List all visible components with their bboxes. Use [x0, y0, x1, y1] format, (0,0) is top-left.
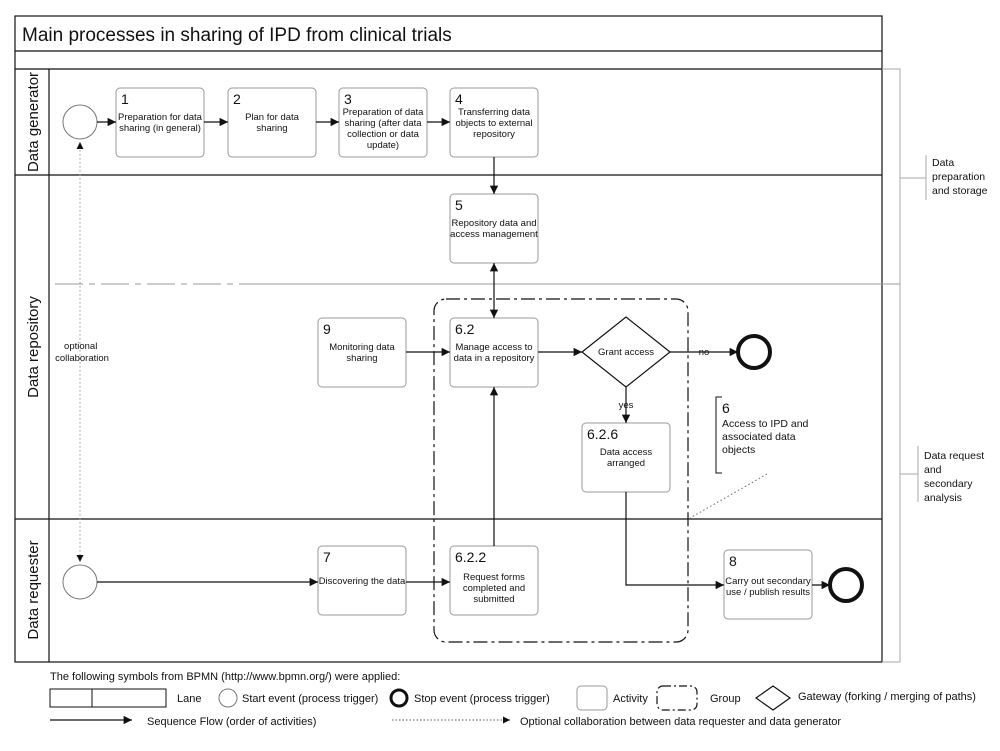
- start-event-requester: [62, 564, 98, 600]
- svg-text:6.2: 6.2: [455, 321, 475, 337]
- svg-text:Optional collaboration between: Optional collaboration between data requ…: [520, 716, 841, 728]
- phase-label-storage: Data preparation and storage: [932, 157, 988, 197]
- phase-bracket: [882, 68, 901, 284]
- annotation-association: [689, 473, 768, 519]
- legend-intro: The following symbols from BPMN (http://…: [50, 671, 400, 683]
- annotation-text: Access to IPD and associated data object…: [722, 418, 811, 456]
- legend: The following symbols from BPMN (http://…: [49, 671, 976, 728]
- svg-text:Lane: Lane: [177, 693, 201, 705]
- legend-activity: Activity: [576, 685, 648, 711]
- svg-text:2: 2: [233, 91, 241, 107]
- lane-label-repository: Data repository: [25, 296, 42, 398]
- legend-group: Group: [656, 685, 741, 711]
- optional-collaboration-label: optional collaboration: [55, 341, 109, 364]
- annotation-bracket: [715, 396, 722, 474]
- legend-optional-collaboration: Optional collaboration between data requ…: [392, 716, 841, 728]
- legend-stop-event: Stop event (process trigger): [389, 688, 550, 708]
- svg-text:Activity: Activity: [613, 693, 648, 705]
- group-6-access: [433, 298, 689, 643]
- svg-text:8: 8: [729, 553, 737, 569]
- gateway-grant-access[interactable]: Grant access: [581, 316, 671, 388]
- svg-text:6.2.6: 6.2.6: [587, 426, 618, 442]
- svg-text:5: 5: [455, 197, 463, 213]
- legend-lane: Lane: [49, 688, 201, 708]
- annotation-number: 6: [722, 400, 730, 416]
- legend-sequence-flow: Sequence Flow (order of activities): [50, 715, 316, 728]
- lane-label-requester: Data requester: [25, 540, 42, 639]
- end-event-denied: [736, 334, 772, 370]
- phase-bracket: [882, 284, 901, 663]
- svg-text:3: 3: [344, 91, 352, 107]
- lane-label-generator: Data generator: [25, 72, 42, 172]
- pool-frame: [14, 15, 883, 663]
- svg-text:Group: Group: [710, 693, 741, 705]
- svg-text:1: 1: [121, 91, 129, 107]
- svg-text:6.2.2: 6.2.2: [455, 549, 486, 565]
- legend-start-event: Start event (process trigger): [218, 688, 378, 708]
- svg-text:Sequence Flow (order of activi: Sequence Flow (order of activities): [147, 716, 316, 728]
- legend-gateway: Gateway (forking / merging of paths): [754, 685, 976, 711]
- svg-text:4: 4: [455, 91, 463, 107]
- svg-text:Discovering the data: Discovering the data: [319, 576, 406, 587]
- diagram-title: Main processes in sharing of IPD from cl…: [22, 25, 452, 46]
- svg-text:Grant access: Grant access: [598, 347, 654, 358]
- svg-text:9: 9: [323, 321, 331, 337]
- phase-label-analysis: Data request and secondary analysis: [924, 450, 987, 504]
- sequence-flows: [97, 117, 830, 590]
- start-event-generator: [62, 104, 98, 140]
- svg-text:Start event (process trigger): Start event (process trigger): [242, 693, 378, 705]
- svg-text:7: 7: [323, 549, 331, 565]
- activity-7[interactable]: 7 Discovering the data: [317, 545, 407, 616]
- svg-text:Gateway (forking / merging of: Gateway (forking / merging of paths): [798, 691, 976, 703]
- end-event-results: [828, 567, 864, 603]
- svg-text:Stop event (process trigger): Stop event (process trigger): [414, 693, 550, 705]
